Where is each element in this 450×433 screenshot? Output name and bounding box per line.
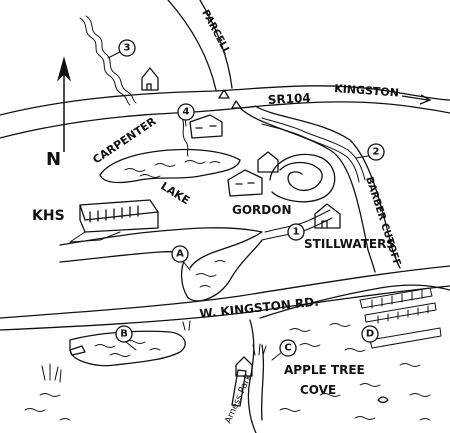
slough-a-shore-top: [59, 227, 263, 269]
marker-2-circle: [367, 143, 385, 161]
slough-a-ripples: [195, 260, 226, 288]
intersection-marker-2: [231, 100, 242, 109]
marker-3-label: 3: [124, 43, 131, 54]
parcell-road-left-edge: [167, 0, 217, 91]
slough-a-shore-bottom: [59, 239, 263, 302]
stream-2: [261, 117, 366, 181]
lake-label: LAKE: [158, 180, 192, 208]
marker-b-label: B: [120, 329, 128, 340]
carpenter-lake-shore: [99, 148, 241, 184]
marker-1-label: 1: [293, 227, 300, 238]
house-arness: [235, 356, 253, 377]
kingston-label: KINGSTON: [334, 82, 400, 99]
arness-park-path: [260, 344, 265, 421]
cove-label: COVE: [300, 383, 336, 397]
boat-cove: [377, 396, 389, 404]
marker-4-label: 4: [183, 107, 190, 118]
stillwaters-label: STILLWATERS: [304, 237, 395, 251]
house-gordon-2: [257, 151, 279, 173]
sr104-label: SR104: [267, 91, 311, 107]
w-kingston-road-upper-edge: [0, 265, 450, 319]
arrow-right-icon: [401, 94, 432, 105]
marker-3-circle: [118, 39, 136, 57]
marker-b-circle: [115, 325, 133, 343]
parcell-road-right-edge: [199, 0, 233, 89]
marina-docks: [359, 287, 442, 349]
stream-2-bank: [261, 123, 360, 183]
reeds: [41, 320, 267, 383]
marker-d-circle: [361, 325, 379, 343]
barber-cutoff-road-right-edge: [254, 105, 401, 269]
barber-cutoff-road-left-edge: [239, 107, 376, 273]
house-stillwaters: [314, 203, 341, 229]
stream-1: [264, 209, 331, 233]
marker-d-label: D: [366, 329, 374, 340]
arness-park-label: Arness Park: [224, 372, 255, 425]
stream-3-bank: [85, 15, 137, 104]
house-4: [189, 114, 223, 139]
carpenter-lake-ripples: [124, 160, 221, 178]
marker-c-circle: [279, 339, 297, 357]
boat-b: [69, 345, 86, 356]
gordon-label: GORDON: [232, 203, 292, 217]
gordon-pond: [279, 161, 323, 192]
pond-b-ripples: [94, 340, 161, 357]
house-stream-3: [141, 67, 159, 91]
stream-4: [181, 117, 189, 157]
compass-n-label: N: [46, 149, 61, 170]
cove-ripples: [24, 323, 431, 421]
marker-c-label: C: [284, 343, 291, 354]
marker-1-circle: [287, 223, 305, 241]
apple-tree-label: APPLE TREE: [284, 363, 365, 377]
parcell-label: PARCELL: [199, 8, 232, 57]
marker-2-label: 2: [373, 147, 380, 158]
intersection-marker: [218, 89, 230, 99]
cove-shoreline-north: [259, 284, 450, 319]
marker-a-label: A: [176, 249, 184, 260]
khs-building: [69, 199, 159, 243]
marker-4-circle: [177, 103, 195, 121]
house-gordon: [227, 169, 263, 197]
sr104-road-lower-edge: [0, 101, 450, 139]
north-arrow-icon: [57, 56, 71, 152]
marker-a-circle: [171, 245, 189, 263]
gordon-pond-outer: [269, 153, 336, 203]
khs-label: KHS: [32, 208, 65, 224]
arness-park-pier: [231, 369, 247, 407]
sr104-road-upper-edge: [0, 85, 450, 116]
cove-shoreline-west: [247, 319, 257, 433]
stream-3: [79, 17, 131, 106]
w-kingston-road-lower-edge: [0, 285, 450, 331]
